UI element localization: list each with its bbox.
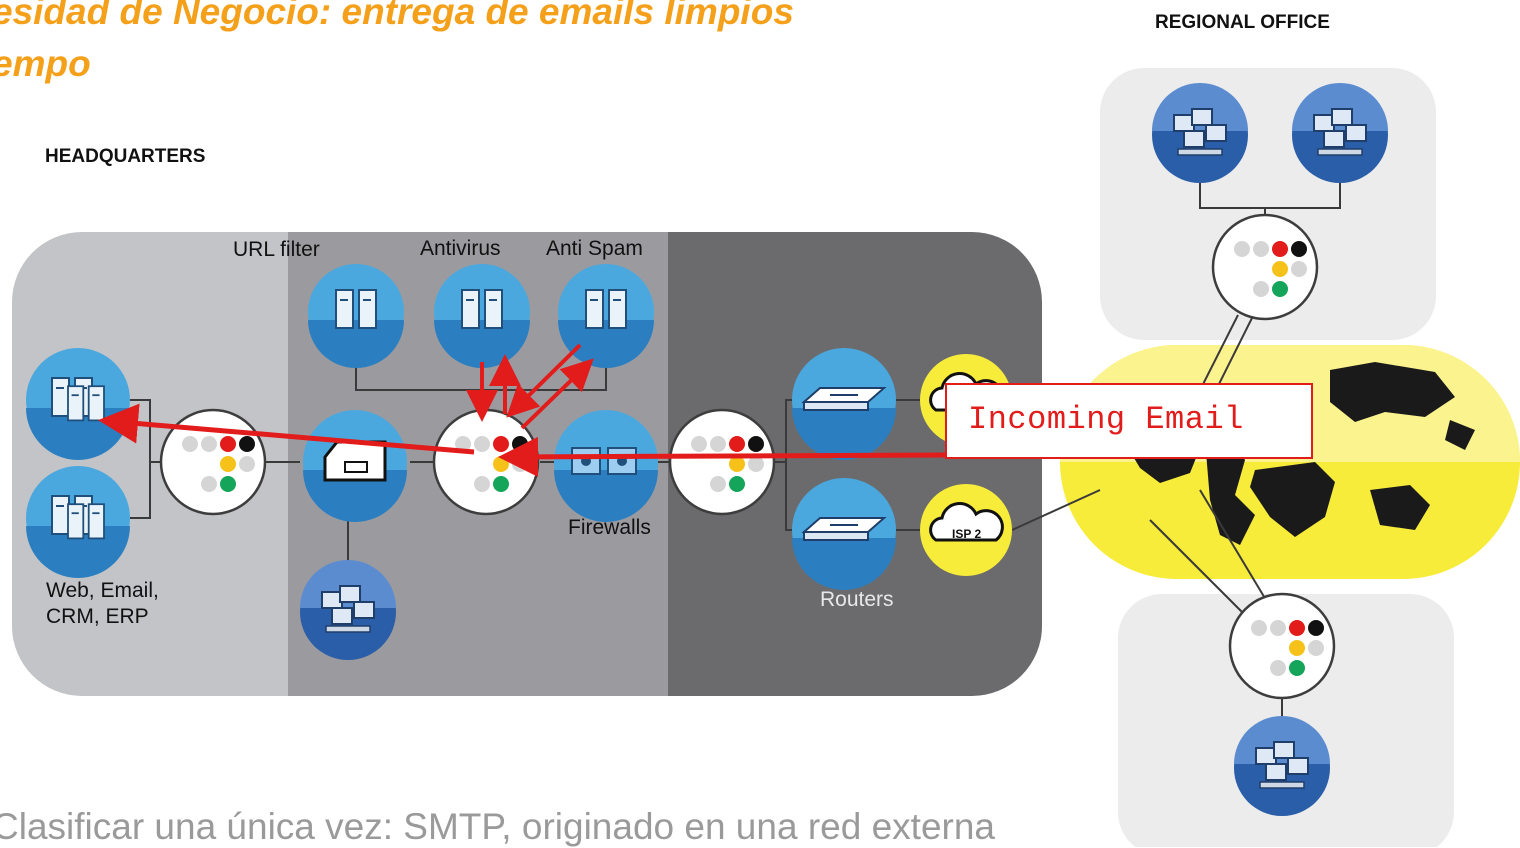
url-filter-server-icon	[308, 264, 404, 368]
server-node-crm-erp	[26, 466, 130, 578]
regional-workstations-1-icon	[1152, 83, 1248, 183]
regional-workstations-2-icon	[1292, 83, 1388, 183]
internet-globe	[1060, 345, 1520, 579]
arrow-antispam-up	[520, 358, 594, 430]
antivirus-label: Antivirus	[420, 237, 501, 260]
router-2-icon	[792, 478, 896, 590]
routers-label: Routers	[820, 588, 894, 611]
branch-workstations-icon	[1234, 716, 1330, 816]
anti-spam-server-icon	[558, 264, 654, 368]
isp2-cloud-icon: ISP 2	[920, 484, 1012, 576]
bottom-bullet-text: Clasificar una única vez: SMTP, originad…	[0, 806, 995, 847]
firewall-icon	[554, 410, 658, 522]
arrow-gateway-to-server	[98, 403, 475, 455]
regional-gateway-icon	[1211, 213, 1319, 321]
regional-office-label: REGIONAL OFFICE	[1155, 12, 1330, 33]
anti-spam-label: Anti Spam	[546, 237, 643, 260]
incoming-email-label: Incoming Email	[968, 401, 1244, 438]
router-1-icon	[792, 348, 896, 460]
slide-title: esidad de Negocio: entrega de emails lim…	[0, 0, 794, 84]
antivirus-server-icon	[434, 264, 530, 368]
dmz-workstations-icon	[300, 560, 396, 660]
branch-gateway-icon	[1228, 592, 1336, 700]
mail-appliance-icon	[303, 410, 407, 522]
isp2-label: ISP 2	[952, 527, 981, 541]
firewalls-label: Firewalls	[568, 516, 651, 539]
url-filter-label: URL filter	[233, 238, 320, 261]
arrow-antispam-down	[506, 343, 582, 418]
headquarters-label: HEADQUARTERS	[45, 146, 206, 167]
perimeter-gateway-icon	[668, 408, 776, 516]
email-flow-arrows	[98, 343, 946, 477]
arrow-incoming-to-gateway	[498, 436, 946, 477]
server-node-web-email	[26, 348, 130, 460]
incoming-email-callout	[945, 383, 1313, 459]
servers-label: Web, Email, CRM, ERP	[46, 579, 159, 628]
